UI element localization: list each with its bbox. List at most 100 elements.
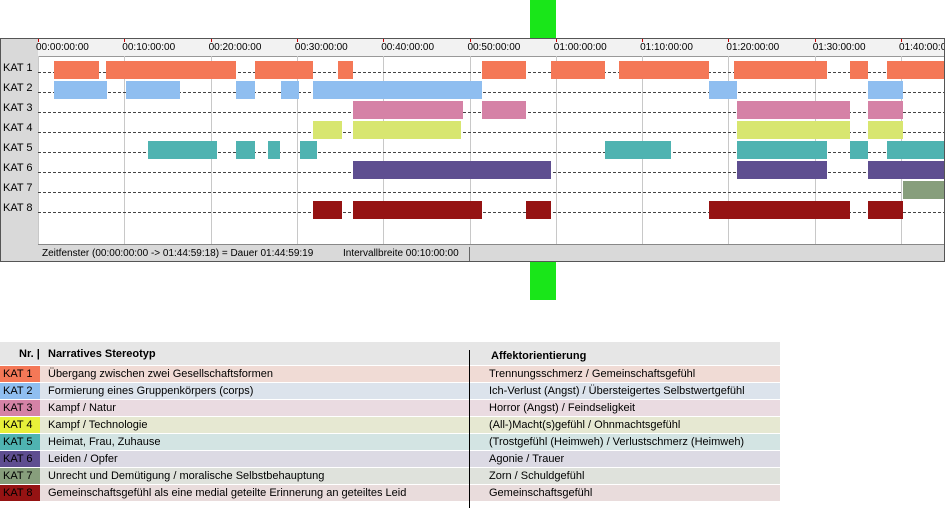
legend-affekt-text: Gemeinschaftsgefühl	[489, 487, 593, 499]
time-tick-label: 01:30:00:00	[812, 42, 866, 53]
time-gridline	[296, 56, 298, 244]
category-segment-bar[interactable]	[255, 61, 314, 79]
category-segment-bar[interactable]	[300, 141, 317, 159]
category-segment-bar[interactable]	[481, 101, 527, 119]
legend-row: KAT 2 Formierung eines Gruppenkörpers (co…	[0, 383, 780, 399]
row-baseline	[38, 132, 944, 133]
time-gridline	[728, 56, 730, 244]
time-tick-mark	[210, 39, 212, 42]
category-segment-bar[interactable]	[352, 201, 482, 219]
time-tick-label: 00:40:00:00	[381, 42, 435, 53]
legend-stereotyp-text: Kampf / Natur	[48, 402, 116, 414]
category-segment-bar[interactable]	[106, 61, 237, 79]
category-segment-bar[interactable]	[868, 81, 903, 99]
category-badge: KAT 2	[0, 383, 40, 399]
category-segment-bar[interactable]	[902, 181, 944, 199]
category-segment-bar[interactable]	[236, 81, 256, 99]
legend-affekt-text: Ich-Verlust (Angst) / Übersteigertes Sel…	[489, 385, 745, 397]
category-segment-bar[interactable]	[618, 61, 710, 79]
category-segment-bar[interactable]	[54, 61, 100, 79]
time-tick-mark	[642, 39, 644, 42]
category-segment-bar[interactable]	[737, 121, 851, 139]
category-segment-bar[interactable]	[267, 141, 281, 159]
category-segment-bar[interactable]	[352, 101, 464, 119]
legend-header: Nr. | Narratives Stereotyp Affektorienti…	[0, 342, 780, 365]
category-badge: KAT 3	[0, 400, 40, 416]
category-segment-bar[interactable]	[550, 61, 605, 79]
legend-stereotyp-text: Formierung eines Gruppenkörpers (corps)	[48, 385, 254, 397]
category-segment-bar[interactable]	[313, 81, 482, 99]
playhead-marker-top[interactable]	[530, 0, 556, 38]
time-tick-mark	[555, 39, 557, 42]
time-tick-label: 00:00:00:00	[36, 42, 89, 53]
time-window-text: Zeitfenster (00:00:00:00 -> 01:44:59:18)…	[42, 248, 314, 259]
interval-width-text: Intervallbreite 00:10:00:00	[343, 248, 459, 259]
category-segment-bar[interactable]	[54, 81, 108, 99]
row-baseline	[38, 212, 944, 213]
category-row-label: KAT 8	[3, 202, 33, 214]
category-segment-bar[interactable]	[850, 61, 869, 79]
category-segment-bar[interactable]	[709, 81, 738, 99]
time-tick-mark	[124, 39, 126, 42]
status-separator	[469, 247, 470, 261]
time-tick-mark	[901, 39, 902, 42]
legend-affekt-text: Horror (Angst) / Feindseligkeit	[489, 402, 636, 414]
category-segment-bar[interactable]	[737, 101, 851, 119]
status-bar: Zeitfenster (00:00:00:00 -> 01:44:59:18)…	[38, 244, 944, 261]
category-row-label: KAT 7	[3, 182, 33, 194]
category-legend: Nr. | Narratives Stereotyp Affektorienti…	[0, 342, 780, 508]
category-segment-bar[interactable]	[236, 141, 256, 159]
category-row-label: KAT 1	[3, 62, 33, 74]
legend-stereotyp-text: Übergang zwischen zwei Gesellschaftsform…	[48, 368, 273, 380]
category-segment-bar[interactable]	[868, 161, 944, 179]
category-segment-bar[interactable]	[481, 61, 527, 79]
category-segment-bar[interactable]	[887, 141, 944, 159]
playhead-marker-bottom[interactable]	[530, 262, 556, 300]
category-segment-bar[interactable]	[352, 121, 461, 139]
category-segment-bar[interactable]	[147, 141, 218, 159]
category-segment-bar[interactable]	[868, 101, 903, 119]
time-tick-label: 01:00:00:00	[553, 42, 607, 53]
category-row-label: KAT 5	[3, 142, 33, 154]
category-segment-bar[interactable]	[526, 201, 551, 219]
time-tick-label: 00:10:00:00	[122, 42, 176, 53]
row-baseline	[38, 92, 944, 93]
category-badge: KAT 6	[0, 451, 40, 467]
category-segment-bar[interactable]	[887, 61, 944, 79]
legend-affekt-text: Agonie / Trauer	[489, 453, 565, 465]
category-badge: KAT 7	[0, 468, 40, 484]
category-segment-bar[interactable]	[850, 141, 869, 159]
legend-header-stereotyp: Narratives Stereotyp	[48, 348, 156, 360]
legend-affekt-text: Zorn / Schuldgefühl	[489, 470, 585, 482]
time-gridline	[38, 56, 39, 244]
category-row-label: KAT 2	[3, 82, 33, 94]
category-segment-bar[interactable]	[338, 61, 353, 79]
category-segment-bar[interactable]	[604, 141, 671, 159]
category-segment-bar[interactable]	[126, 81, 180, 99]
category-segment-bar[interactable]	[280, 81, 299, 99]
time-tick-mark	[383, 39, 385, 42]
category-segment-bar[interactable]	[352, 161, 551, 179]
category-badge: KAT 5	[0, 434, 40, 450]
category-segment-bar[interactable]	[313, 201, 342, 219]
category-badge: KAT 8	[0, 485, 40, 501]
legend-stereotyp-text: Kampf / Technologie	[48, 419, 148, 431]
legend-header-nr: Nr. |	[19, 348, 40, 360]
time-tick-label: 00:20:00:00	[208, 42, 262, 53]
category-segment-bar[interactable]	[737, 141, 827, 159]
category-segment-bar[interactable]	[313, 121, 342, 139]
category-segment-bar[interactable]	[709, 201, 851, 219]
category-segment-bar[interactable]	[868, 201, 903, 219]
category-segment-bar[interactable]	[868, 121, 903, 139]
category-segment-bar[interactable]	[733, 61, 827, 79]
category-row-label: KAT 6	[3, 162, 33, 174]
category-segment-bar[interactable]	[737, 161, 827, 179]
